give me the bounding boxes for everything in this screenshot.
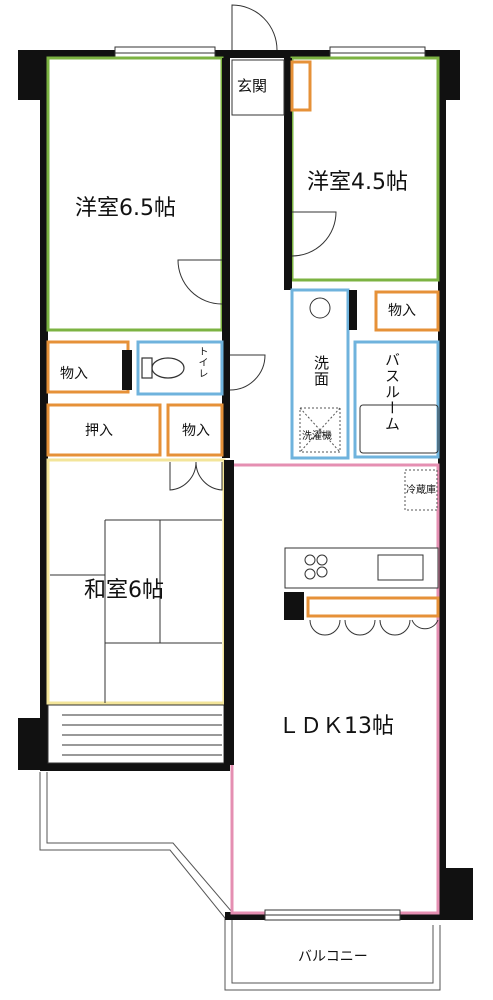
label-washroom: 洗面: [312, 355, 330, 387]
western-room-b: [290, 56, 440, 282]
room-b-door: [291, 211, 337, 257]
entrance-door: [231, 4, 278, 51]
label-balcony: バルコニー: [298, 949, 368, 965]
bathtub: [359, 404, 439, 454]
label-washer: 洗濯機: [302, 431, 332, 442]
toilet-door: [229, 354, 266, 391]
label-oshiire: 押入: [85, 423, 113, 439]
label-fridge: 冷蔵庫: [406, 485, 436, 496]
closet-b: [374, 290, 440, 332]
hallway-walls: [222, 58, 292, 458]
label-closet-mid: 物入: [182, 423, 210, 439]
wash-basin: [309, 297, 331, 319]
label-entrance: 玄関: [237, 77, 268, 95]
toilet-room: [136, 340, 224, 396]
label-bathroom: バスルーム: [383, 352, 401, 432]
label-toilet: トイレ: [196, 346, 207, 379]
closet-mid: [166, 403, 224, 457]
label-japanese: 和室6帖: [84, 578, 164, 603]
fridge-space: [404, 469, 438, 511]
japanese-room: [46, 458, 226, 705]
label-ldk: ＬＤＫ13帖: [278, 714, 394, 739]
bathroom: [353, 340, 440, 459]
shoe-closet: [290, 60, 312, 112]
closet-left: [46, 340, 130, 394]
kitchen-cabinet: [306, 596, 440, 618]
label-closet-left: 物入: [60, 366, 88, 382]
stove-burners: [304, 554, 328, 580]
entrance-area: [231, 59, 285, 116]
cabinet-doors: [309, 619, 439, 636]
oshiire: [46, 403, 162, 457]
western-room-a: [46, 56, 224, 332]
label-closet-b: 物入: [388, 303, 416, 319]
label-western-b: 洋室4.5帖: [307, 170, 408, 195]
japanese-door: [169, 461, 223, 491]
room-a-door: [177, 259, 223, 305]
toilet-fixture: [141, 357, 185, 379]
ldk-room: [230, 463, 440, 915]
label-western-a: 洋室6.5帖: [75, 196, 176, 221]
tatami-lines: [50, 519, 222, 703]
ldk-window: [264, 909, 401, 921]
veranda-slats: [47, 704, 225, 764]
